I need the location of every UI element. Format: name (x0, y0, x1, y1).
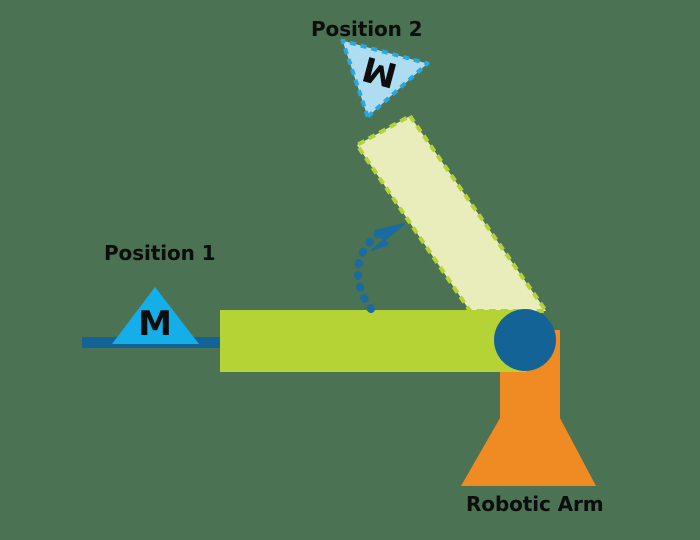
rotation-arrow-arc (353, 227, 387, 313)
robot-base (461, 330, 596, 486)
joint-pivot (494, 309, 556, 371)
label-robotic-arm: Robotic Arm (466, 492, 604, 516)
arm-current (220, 310, 526, 372)
payload-position-2: M (340, 38, 430, 119)
arm-rotated-ghost-shape (355, 114, 548, 313)
robot-base-shape (461, 330, 596, 486)
label-position-1: Position 1 (104, 241, 216, 265)
rotation-arrow (353, 223, 405, 313)
payload-position-1: M (112, 287, 199, 344)
rotation-arrow-head (371, 223, 405, 251)
payload-position-2-shape (340, 38, 430, 119)
payload-position-1-letter: M (138, 304, 172, 344)
label-position-2: Position 2 (311, 17, 423, 41)
arm-rotated-ghost (355, 114, 548, 313)
payload-position-1-shape (112, 287, 199, 344)
